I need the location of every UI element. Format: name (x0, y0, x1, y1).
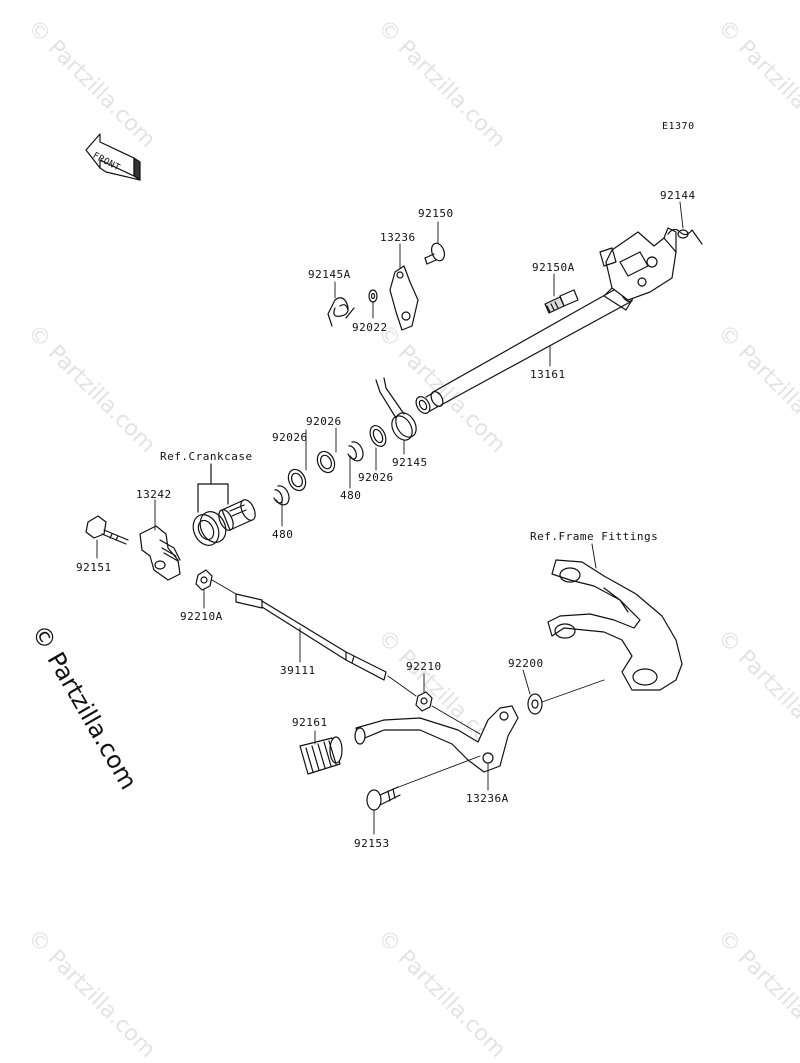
circlip-480-b (347, 441, 364, 462)
bolt-92151 (85, 515, 129, 545)
arm-13236 (389, 265, 419, 331)
washer-92026-a (287, 468, 307, 492)
shift-shaft (415, 285, 634, 414)
part-label[interactable]: 92153 (354, 837, 390, 850)
part-label[interactable]: 39111 (280, 664, 316, 677)
part-label[interactable]: 92145A (308, 268, 351, 281)
shift-arm-plate (599, 227, 677, 311)
part-label[interactable]: 92150 (418, 207, 454, 220)
bolt-92150A (544, 289, 579, 314)
ref-crankcase-label: Ref.Crankcase (160, 450, 253, 463)
washer-92022 (368, 289, 378, 303)
part-label[interactable]: 92026 (306, 415, 342, 428)
nut-92210A (195, 569, 213, 591)
part-label[interactable]: 92151 (76, 561, 112, 574)
ref-frame-label: Ref.Frame Fittings (530, 530, 659, 543)
part-label[interactable]: 13242 (136, 488, 172, 501)
needle-bearing (218, 499, 256, 531)
bolt-92150 (424, 242, 446, 265)
part-label[interactable]: 92200 (508, 657, 544, 670)
part-label[interactable]: 92026 (272, 431, 308, 444)
part-label[interactable]: 92145 (392, 456, 428, 469)
spring-92145A (327, 297, 355, 327)
part-label[interactable]: 92161 (292, 716, 328, 729)
spring-92145 (375, 377, 417, 441)
oil-seal (192, 511, 227, 546)
ref-bracket (197, 463, 229, 513)
front-arrow-icon (85, 133, 141, 181)
frame-bracket (547, 559, 683, 691)
washer-92026-c (369, 425, 387, 447)
nut-92210 (415, 691, 433, 712)
tie-rod-39111 (235, 593, 387, 681)
part-label[interactable]: 480 (272, 528, 294, 541)
part-label[interactable]: 92026 (358, 471, 394, 484)
shift-pedal (354, 705, 519, 773)
bolt-92153 (366, 786, 401, 811)
spring-92144 (667, 228, 703, 245)
washer-92200 (527, 693, 543, 715)
part-label[interactable]: 92022 (352, 321, 388, 334)
diagram-code: E1370 (662, 121, 695, 132)
part-label[interactable]: 13236A (466, 792, 509, 805)
lever-13242 (139, 525, 181, 581)
part-label[interactable]: 92144 (660, 189, 696, 202)
circlip-480-a (273, 485, 290, 506)
part-label[interactable]: 92150A (532, 261, 575, 274)
part-label[interactable]: 92210 (406, 660, 442, 673)
rubber-92161 (299, 736, 343, 775)
washer-92026-b (316, 450, 336, 474)
part-label[interactable]: 13236 (380, 231, 416, 244)
part-label[interactable]: 92210A (180, 610, 223, 623)
part-label[interactable]: 480 (340, 489, 362, 502)
part-label[interactable]: 13161 (530, 368, 566, 381)
